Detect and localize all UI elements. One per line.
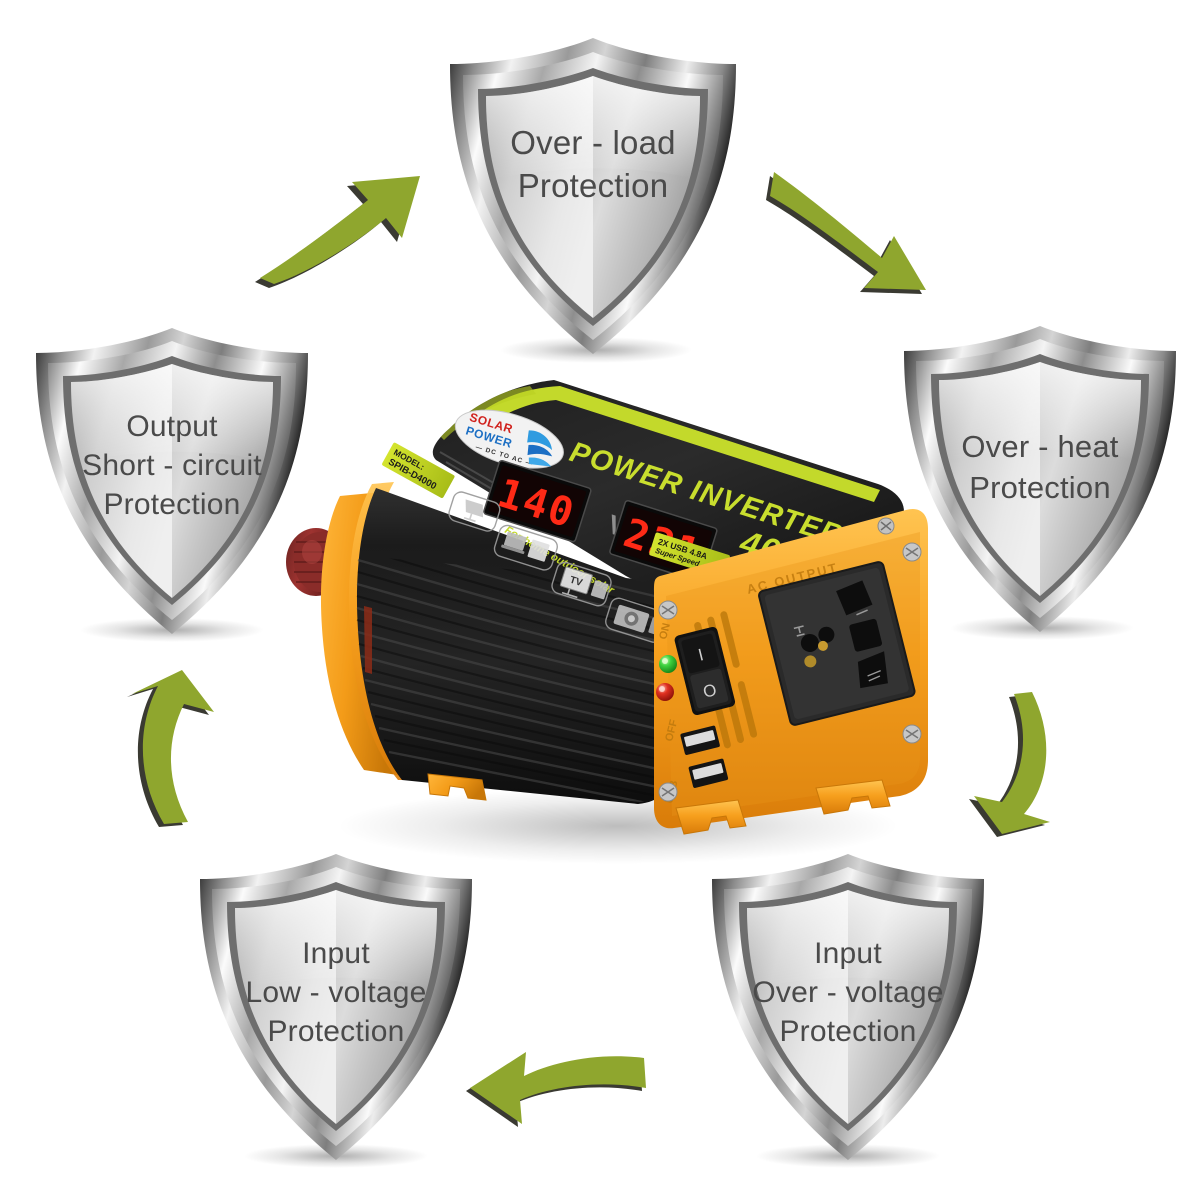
- arrow-bottom-left-to-up: [104, 668, 232, 828]
- laptop-icon: [501, 531, 550, 562]
- arrow-bottom-right-to-left: [448, 1042, 648, 1138]
- panel-screws: [658, 542, 922, 802]
- lamp-icon: [463, 499, 484, 523]
- led-red: [656, 683, 674, 701]
- arrow-right-to-bottom: [958, 688, 1088, 837]
- left-mounting-foot: [427, 773, 487, 801]
- status-leds: [656, 655, 677, 701]
- voltage-display-input: 140: [483, 460, 592, 543]
- power-switch: I O: [674, 626, 736, 716]
- switch-off-symbol: O: [701, 680, 718, 702]
- shield-input-low-voltage: Input Low - voltage Protection: [186, 848, 486, 1168]
- led-green: [659, 655, 677, 673]
- ac-universal-socket: [758, 561, 916, 726]
- switch-on-symbol: I: [696, 645, 705, 665]
- heatsink-side: [356, 488, 672, 804]
- shield-input-over-voltage: Input Over - voltage Protection: [698, 848, 998, 1168]
- usb-ports: [680, 725, 729, 788]
- top-face-screw: [877, 517, 895, 535]
- mounting-feet: [675, 779, 891, 835]
- brand-logo: SOLAR POWER — DC TO AC —: [454, 409, 564, 469]
- tv-icon: TV: [559, 566, 609, 600]
- side-vent-slit: [364, 606, 372, 674]
- switch-off-label: OFF: [663, 718, 680, 743]
- power-inverter-product-photo: SOLAR POWER — DC TO AC — POWER INVERTER …: [268, 356, 948, 876]
- left-bezel: [320, 492, 404, 776]
- switch-on-label: ON: [657, 622, 673, 641]
- top-face: [432, 380, 904, 584]
- arrow-top-to-right: [766, 162, 938, 294]
- shield-over-load: Over - load Protection: [434, 32, 752, 363]
- arrow-up-left-to-top: [252, 160, 427, 288]
- top-accent-stripe: [438, 386, 880, 502]
- svg-text:TV: TV: [568, 575, 584, 589]
